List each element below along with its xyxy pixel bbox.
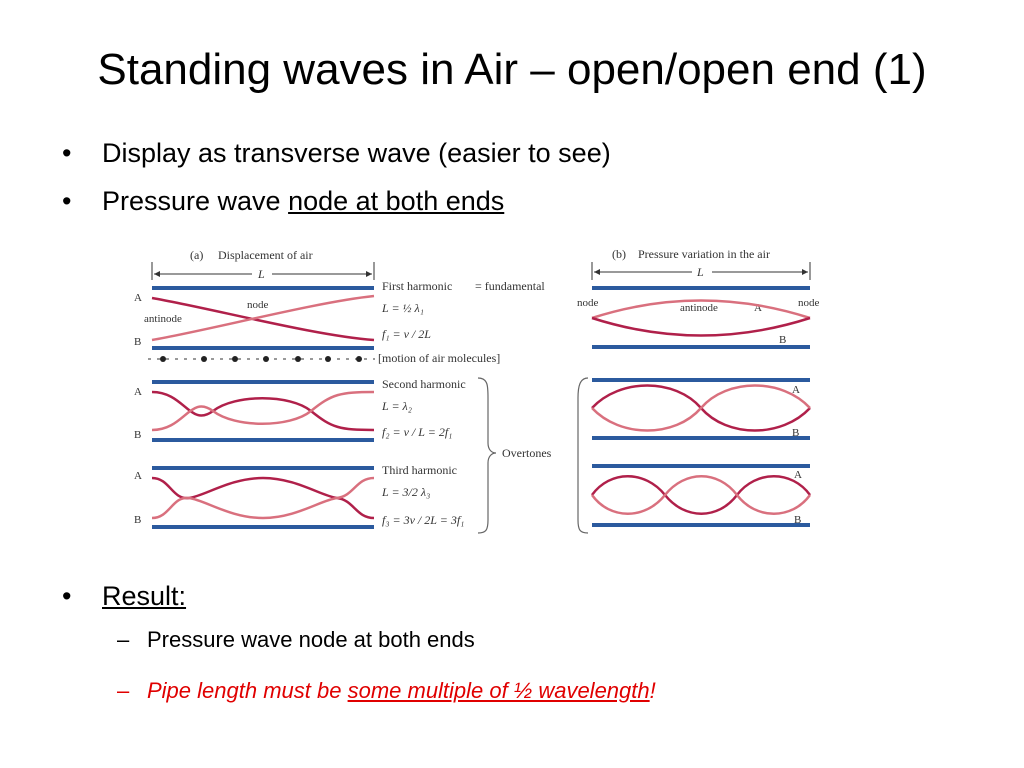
bullet-text: Pressure wave <box>102 186 289 216</box>
bullet-marker: • <box>62 138 72 168</box>
bullet-pressure-node: • Pressure wave node at both ends <box>62 184 504 218</box>
panel-b-label-A: A <box>754 302 762 314</box>
bullet-display-transverse: • Display as transverse wave (easier to s… <box>62 136 611 170</box>
third-label-B: B <box>134 514 141 526</box>
harmonic-2-name: Second harmonic <box>382 377 466 391</box>
node-label: node <box>247 299 269 311</box>
result-label: Result: <box>102 581 187 611</box>
panel-a-label: (a) <box>190 248 203 262</box>
bullet-result: • Result: <box>62 579 186 613</box>
harmonic-1-length: L = ½ λ₁ <box>381 301 424 315</box>
panel-b-antinode: antinode <box>680 302 718 314</box>
panel-b-length-label: L <box>696 265 704 279</box>
panel-a-title: Displacement of air <box>218 248 313 262</box>
panel-b-title: Pressure variation in the air <box>638 247 770 261</box>
harmonic-1-name: First harmonic <box>382 279 452 293</box>
panel-a-label-B: B <box>134 336 141 348</box>
harmonic-2-frequency: f₂ = v / L = 2f₁ <box>382 425 452 439</box>
antinode-label: antinode <box>144 313 182 325</box>
bullet-marker: • <box>62 186 72 216</box>
harmonic-3-length: L = 3/2 λ₃ <box>381 485 430 499</box>
bullet-marker: • <box>62 581 72 611</box>
harmonic-3-name: Third harmonic <box>382 463 457 477</box>
panel-b-node-right: node <box>798 297 820 309</box>
harmonic-2-length: L = λ₂ <box>381 399 412 413</box>
panel-b-third-A: A <box>794 469 802 481</box>
panel-b-label-B: B <box>779 334 786 346</box>
subitem-exclamation: ! <box>649 678 656 703</box>
panel-b-third-B: B <box>794 514 801 526</box>
subitem-underlined-text: some multiple of ½ wavelength <box>347 678 650 703</box>
harmonic-1-frequency: f₁ = v / 2L <box>382 327 431 341</box>
dash-marker: – <box>117 678 130 703</box>
overtones-label: Overtones <box>502 446 552 460</box>
panel-b-label: (b) <box>612 247 626 261</box>
panel-a-label-A: A <box>134 292 142 304</box>
panel-b-second-A: A <box>792 384 800 396</box>
third-label-A: A <box>134 470 142 482</box>
result-subitem-1: –Pressure wave node at both ends <box>117 626 475 654</box>
subitem-text: Pressure wave node at both ends <box>147 627 475 652</box>
panel-a-length-label: L <box>257 267 265 281</box>
harmonic-3-frequency: f₃ = 3v / 2L = 3f₁ <box>382 513 464 527</box>
slide-title: Standing waves in Air – open/open end (1… <box>97 45 927 94</box>
panel-b-node-left: node <box>577 297 599 309</box>
panel-b-second-B: B <box>792 427 799 439</box>
molecules-label: [motion of air molecules] <box>378 351 500 365</box>
second-label-B: B <box>134 429 141 441</box>
standing-wave-figure: (a) Displacement of air L A B node antin… <box>134 247 820 534</box>
subitem-text: Pipe length must be <box>147 678 348 703</box>
air-molecules-row <box>148 356 375 362</box>
second-label-A: A <box>134 386 142 398</box>
harmonic-1-eq: = fundamental <box>475 279 545 293</box>
bullet-text: Display as transverse wave (easier to se… <box>102 138 611 168</box>
result-subitem-2: –Pipe length must be some multiple of ½ … <box>117 677 656 705</box>
dash-marker: – <box>117 627 130 652</box>
bullet-underlined-text: node at both ends <box>288 186 505 216</box>
